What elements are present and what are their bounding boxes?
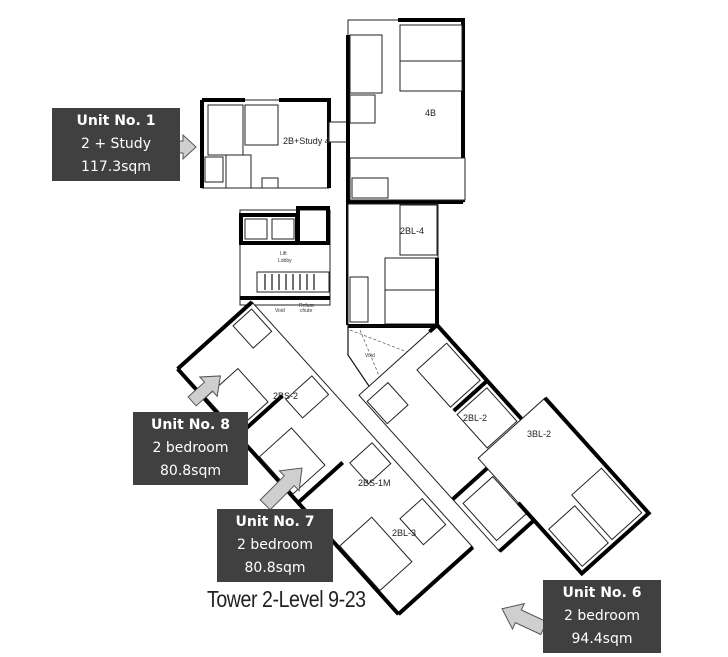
label-lobby: Lobby <box>278 258 292 264</box>
unit-2b-study: 2B+Study 4 <box>200 98 331 189</box>
label-void-small: Void <box>275 308 285 314</box>
callout-unit-6-type: 2 bedroom <box>564 608 640 624</box>
callout-unit-8-type: 2 bedroom <box>152 440 229 456</box>
callout-unit-6-title: Unit No. 6 <box>562 585 642 601</box>
label-void-large: Void <box>365 353 375 359</box>
callout-unit-1-type: 2 + Study <box>81 136 151 152</box>
label-2bl-2: 2BL-2 <box>463 413 487 423</box>
callout-unit-1-area: 117.3sqm <box>81 159 151 175</box>
arrow-unit-7-icon <box>259 467 303 511</box>
callout-unit-8-area: 80.8sqm <box>160 463 221 479</box>
label-chute: chute <box>300 308 312 314</box>
callout-unit-7: Unit No. 7 2 bedroom 80.8sqm <box>217 509 333 582</box>
unit-3bl-2-block <box>477 396 652 577</box>
callout-unit-6: Unit No. 6 2 bedroom 94.4sqm <box>543 580 661 653</box>
callout-unit-6-area: 94.4sqm <box>571 631 633 647</box>
unit-4b: 4B <box>346 18 466 325</box>
unit-2bl-4: 2BL-4 <box>347 203 439 328</box>
callout-unit-7-area: 80.8sqm <box>244 560 306 576</box>
label-2bl-3: 2BL-3 <box>392 528 416 538</box>
lift-core: Lift Lobby Void Refuse chute <box>239 206 331 314</box>
label-lift: Lift <box>280 251 287 257</box>
callout-unit-1: Unit No. 1 2 + Study 117.3sqm <box>52 108 180 181</box>
callout-unit-8-title: Unit No. 8 <box>151 417 230 433</box>
callout-unit-8: Unit No. 8 2 bedroom 80.8sqm <box>133 412 248 485</box>
callout-unit-1-title: Unit No. 1 <box>76 113 156 129</box>
label-refuse: Refuse <box>299 303 315 309</box>
label-3bl-2: 3BL-2 <box>527 429 551 439</box>
label-2bl-4: 2BL-4 <box>400 226 424 236</box>
arrow-unit-8-icon <box>187 375 221 407</box>
callout-unit-7-title: Unit No. 7 <box>235 514 315 530</box>
label-2b-study: 2B+Study 4 <box>283 136 330 146</box>
label-4b: 4B <box>425 108 436 118</box>
label-2bs-1m: 2BS-1M <box>358 478 391 488</box>
label-2bs-2: 2BS-2 <box>273 391 298 401</box>
plan-title: Tower 2-Level 9-23 <box>207 586 366 612</box>
arrow-unit-6-icon <box>501 602 548 636</box>
callout-unit-7-type: 2 bedroom <box>237 537 313 553</box>
